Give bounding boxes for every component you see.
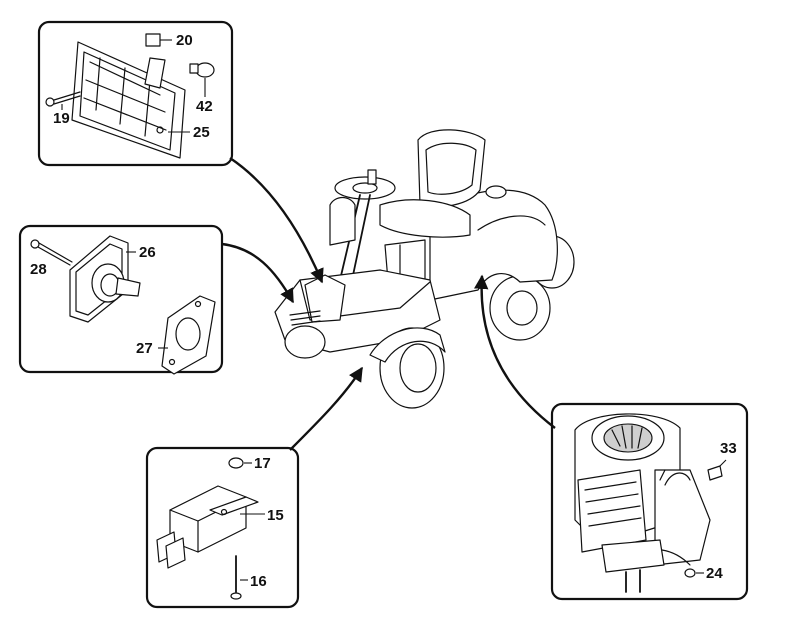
part-number-15: 15 [267,507,284,524]
part-number-26: 26 [139,244,156,261]
part-number-25: 25 [193,124,210,141]
part-number-17: 17 [254,455,271,472]
part-number-19: 19 [53,110,70,127]
part-number-24: 24 [706,565,723,582]
part-number-33: 33 [720,440,737,457]
part-number-27: 27 [136,340,153,357]
nut [684,568,704,578]
part-number-20: 20 [176,32,193,49]
gasket [161,295,216,375]
headlight-housing [71,41,186,159]
arrow-switch [221,242,295,304]
screw [45,91,81,110]
callout-arrows [221,157,556,451]
switch-knob [91,263,141,303]
switch-parts-box: 26 28 27 [18,224,224,375]
clip [145,33,172,47]
arrow-engine [474,274,556,429]
part-number-28: 28 [30,261,47,278]
part-number-16: 16 [250,573,267,590]
part-number-42: 42 [196,98,213,115]
connector [707,459,727,481]
relay-body [156,485,259,569]
relay-parts-box: 17 15 16 [145,446,300,609]
headlight-parts-box: 20 42 19 25 [37,20,234,167]
nut [228,457,252,469]
arrow-headlight [229,157,324,284]
screw [30,239,73,266]
engine-parts-box: 33 24 [550,402,749,601]
riding-mower-illustration [274,129,575,409]
arrow-relay [289,366,364,451]
bolt [230,555,248,600]
engine-block [574,413,711,593]
bulb [189,62,215,97]
